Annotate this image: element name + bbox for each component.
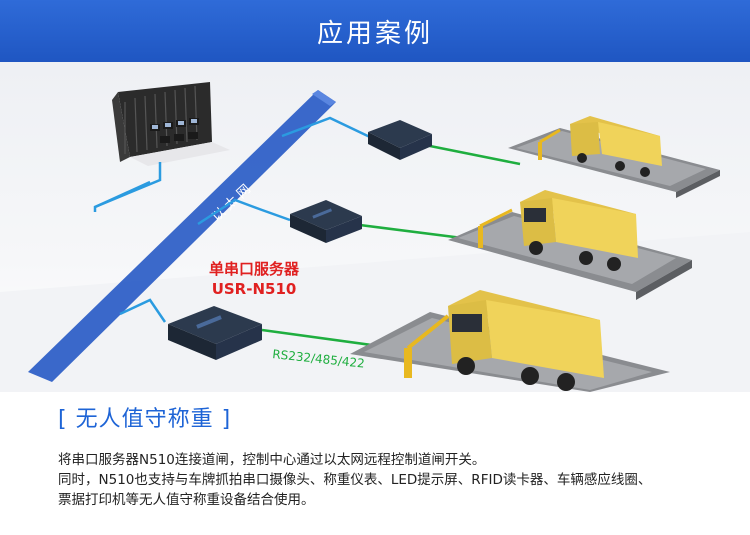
- device-label-name: 单串口服务器: [209, 260, 300, 278]
- dump-truck-2: [520, 190, 638, 271]
- serial-server-1: [368, 120, 432, 160]
- description-line: 将串口服务器N510连接道闸，控制中心通过以太网远程控制道闸开关。: [58, 452, 486, 468]
- ethernet-cable-3: [281, 116, 373, 140]
- application-diagram: 以太网: [0, 62, 750, 392]
- dump-truck-3: [448, 290, 604, 391]
- ethernet-backbone: [28, 90, 336, 382]
- description: 将串口服务器N510连接道闸，控制中心通过以太网远程控制道闸开关。 同时，N51…: [58, 450, 738, 510]
- device-label-model: USR-N510: [212, 280, 297, 298]
- weighbridge-1: [508, 128, 720, 198]
- page-title: 应用案例: [316, 19, 433, 49]
- description-line: 同时，N510也支持与车牌抓拍串口摄像头、称重仪表、LED提示屏、RFID读卡器…: [58, 472, 652, 488]
- control-center-room: [112, 82, 230, 166]
- ethernet-cable-1: [93, 162, 162, 212]
- serial-server-2: [290, 200, 362, 243]
- ethernet-cable-5: [119, 298, 167, 323]
- serial-server-3: [168, 306, 262, 360]
- ethernet-cable-4: [197, 198, 291, 226]
- section-title: [ 无人值守称重 ]: [58, 407, 232, 432]
- dump-truck-1: [570, 116, 662, 177]
- header-banner: 应用案例: [0, 0, 750, 62]
- weighbridge-2: [448, 208, 692, 300]
- description-line: 票据打印机等无人值守称重设备结合使用。: [58, 492, 315, 508]
- ethernet-cable-2: [94, 180, 151, 209]
- serial-cable-1: [419, 142, 521, 166]
